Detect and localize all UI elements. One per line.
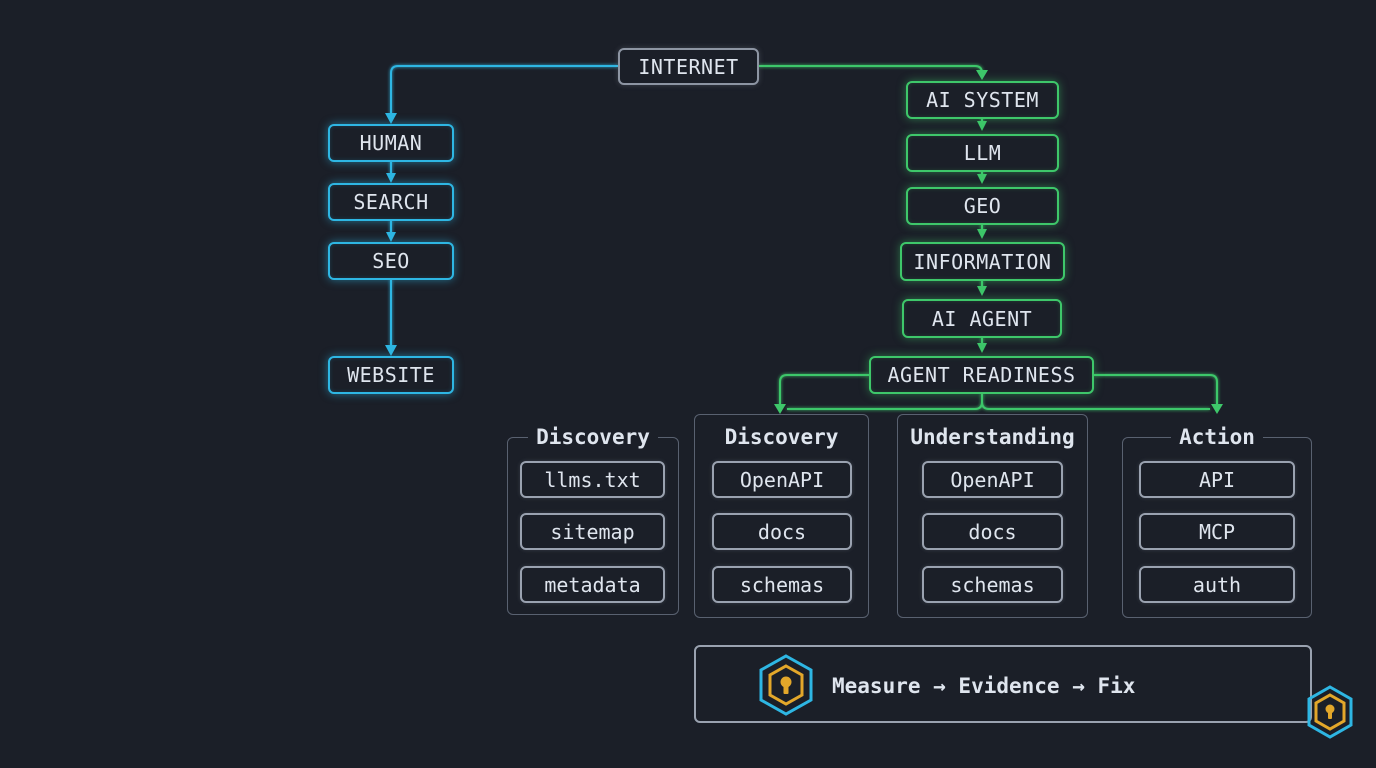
item-sitemap: sitemap [520, 513, 665, 550]
item-openapi: OpenAPI [712, 461, 852, 498]
ai-agent-node: AI AGENT [902, 299, 1062, 338]
panel-understanding: Understanding [897, 414, 1088, 618]
item-api: API [1139, 461, 1295, 498]
search-node: SEARCH [328, 183, 454, 221]
panel-action: Action [1122, 425, 1312, 618]
panel-title: Discovery [716, 425, 847, 449]
panel-title: Understanding [902, 425, 1083, 449]
geo-node: GEO [906, 187, 1059, 225]
item-mcp: MCP [1139, 513, 1295, 550]
agent-readiness-node: AGENT READINESS [869, 356, 1094, 394]
panel-discovery-web: Discovery [507, 425, 679, 615]
website-node: WEBSITE [328, 356, 454, 394]
item-llms-txt: llms.txt [520, 461, 665, 498]
llm-node: LLM [906, 134, 1059, 172]
keyhole-hex-icon [759, 654, 813, 716]
internet-node: INTERNET [618, 48, 759, 85]
panel-title: Action [1171, 425, 1263, 449]
panel-title: Discovery [528, 425, 658, 449]
item-docs: docs [922, 513, 1063, 550]
item-docs: docs [712, 513, 852, 550]
information-node: INFORMATION [900, 242, 1065, 281]
footer-banner: Measure → Evidence → Fix [694, 645, 1312, 723]
item-openapi: OpenAPI [922, 461, 1063, 498]
ai-system-node: AI SYSTEM [906, 81, 1059, 119]
item-schemas: schemas [922, 566, 1063, 603]
seo-node: SEO [328, 242, 454, 280]
human-node: HUMAN [328, 124, 454, 162]
item-auth: auth [1139, 566, 1295, 603]
item-schemas: schemas [712, 566, 852, 603]
footer-label: Measure → Evidence → Fix [832, 674, 1136, 698]
keyhole-hex-icon [1307, 685, 1353, 739]
item-metadata: metadata [520, 566, 665, 603]
panel-discovery-api: Discovery [694, 414, 869, 618]
